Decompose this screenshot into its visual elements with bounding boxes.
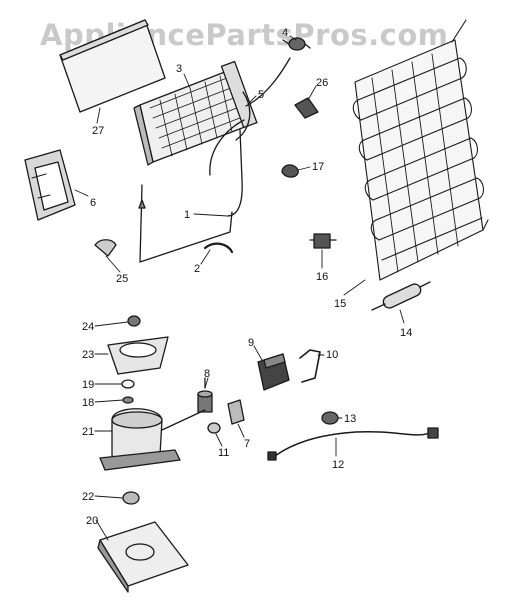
- label-1: 1: [184, 209, 190, 221]
- part-15-evaporator-coil: [352, 19, 489, 281]
- leader-lines: [74, 35, 405, 541]
- label-7: 7: [244, 438, 250, 450]
- label-6: 6: [90, 197, 96, 209]
- label-23: 23: [82, 349, 94, 361]
- part-12-power-cord: [267, 427, 439, 461]
- label-8: 8: [204, 368, 210, 380]
- part-25-cap: [94, 239, 117, 257]
- part-3-coil-assembly: [133, 60, 258, 166]
- part-23-drain-pan: [107, 336, 169, 375]
- label-15: 15: [334, 298, 346, 310]
- part-20-base-plate: [97, 521, 189, 593]
- label-20: 20: [86, 515, 98, 527]
- part-21-compressor: [99, 408, 206, 471]
- label-26: 26: [316, 77, 328, 89]
- label-12: 12: [332, 459, 344, 471]
- part-14-drier: [371, 281, 431, 311]
- part-26-clip: [294, 97, 319, 119]
- part-10-bracket: [299, 349, 321, 383]
- label-24: 24: [82, 321, 94, 333]
- capillary-tubing: [138, 57, 291, 263]
- part-11-cap: [207, 422, 221, 434]
- part-16-clip: [309, 233, 337, 249]
- part-4-grommet: [282, 37, 311, 51]
- label-11: 11: [218, 447, 229, 459]
- label-2: 2: [194, 263, 200, 275]
- label-4: 4: [282, 27, 288, 39]
- part-2-clip: [203, 242, 234, 254]
- label-10: 10: [326, 349, 338, 361]
- label-16: 16: [316, 271, 328, 283]
- label-17: 17: [312, 161, 324, 173]
- part-7-overload: [227, 399, 245, 425]
- label-3: 3: [176, 63, 182, 75]
- label-25: 25: [116, 273, 128, 285]
- label-14: 14: [400, 327, 412, 339]
- part-27-panel: [59, 19, 166, 113]
- part-24-nut: [127, 315, 141, 327]
- label-13: 13: [344, 413, 356, 425]
- label-5: 5: [258, 89, 264, 101]
- label-9: 9: [248, 337, 254, 349]
- part-9-relay: [257, 353, 290, 391]
- part-6-bracket: [24, 149, 76, 221]
- label-22: 22: [82, 491, 94, 503]
- part-8-terminal: [197, 377, 213, 413]
- label-19: 19: [82, 379, 94, 391]
- label-27: 27: [92, 125, 104, 137]
- label-21: 21: [82, 426, 94, 438]
- label-18: 18: [82, 397, 94, 409]
